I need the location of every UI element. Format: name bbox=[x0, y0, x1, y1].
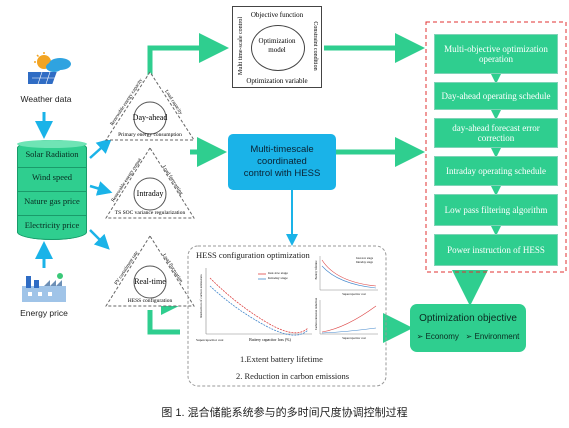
tri3-center: Real-time bbox=[134, 277, 166, 286]
hess-chart-2-ylabel: Battery lifetime bbox=[314, 260, 318, 280]
weather-data-label: Weather data bbox=[20, 94, 72, 104]
tri1-center: Day-ahead bbox=[132, 113, 168, 122]
center-line-1: Multi-timescale coordinated bbox=[250, 144, 314, 167]
arrow-stack-to-dayahead bbox=[89, 138, 112, 159]
right-box-forecast-correction: day-ahead forecast error correction bbox=[434, 118, 558, 148]
hess-chart-2-legend-2: Intraday stage bbox=[356, 260, 373, 264]
hess-chart-1-legend-1: Just-low stage bbox=[268, 271, 288, 275]
hess-chart-3-xlabel: Supercapacitor cost bbox=[342, 336, 366, 340]
triangle-day-ahead bbox=[105, 71, 195, 141]
right-box-low-pass: Low pass filtering algorithm bbox=[434, 194, 558, 226]
right-box-day-ahead: Day-ahead operating schedule bbox=[434, 82, 558, 110]
right-dashed-container bbox=[425, 21, 567, 273]
center-control-box: Multi-timescale coordinated control with… bbox=[228, 134, 336, 190]
input-stack: Solar Radiation Wind speed Nature gas pr… bbox=[17, 140, 87, 242]
triangle-real-time bbox=[105, 235, 195, 307]
factory-icon bbox=[20, 272, 68, 304]
hess-title: HESS configuration optimization bbox=[196, 250, 310, 260]
tri2-center: Intraday bbox=[136, 189, 164, 198]
tri3-bottom: HESS configuration bbox=[127, 298, 173, 304]
objective-bullet-1: ➢ bbox=[416, 332, 424, 341]
hess-chart-1-xlabel: Battery capacitor loss (%) bbox=[249, 337, 291, 342]
hess-chart-2-xlabel: Supercapacitor cost bbox=[342, 292, 366, 296]
optimization-objective-box: Optimization objective ➢ Economy ➢ Envir… bbox=[410, 304, 526, 352]
arrow-stack-to-realtime bbox=[89, 229, 110, 250]
objective-items: ➢ Economy ➢ Environment bbox=[410, 332, 526, 341]
hess-chart-1-ylabel: Reduction of carbon emissions bbox=[199, 274, 203, 318]
model-center: Optimization model bbox=[258, 37, 296, 54]
stack-gas: Nature gas price bbox=[24, 196, 80, 206]
objective-economy: Economy bbox=[425, 332, 459, 341]
right-box-intraday: Intraday operating schedule bbox=[434, 156, 558, 186]
objective-bullet-2: ➢ bbox=[465, 332, 473, 341]
hess-chart-2: Just-low stage Intraday stage Battery li… bbox=[314, 254, 380, 298]
objective-title: Optimization objective bbox=[419, 313, 517, 324]
arrow-stack-to-intraday bbox=[89, 181, 113, 196]
hess-chart-3: Carbon emission reduction Supercapacitor… bbox=[314, 298, 380, 342]
objective-environment: Environment bbox=[474, 332, 520, 341]
optimization-model-box: Objective function Optimization model Op… bbox=[232, 6, 322, 88]
figure-caption: 图 1. 混合储能系统参与的多时间尺度协调控制过程 bbox=[161, 407, 408, 419]
stack-solar: Solar Radiation bbox=[25, 149, 79, 159]
model-top: Objective function bbox=[250, 11, 304, 19]
hess-result-1: 1.Extent battery lifetime bbox=[240, 354, 323, 364]
hess-panel-border bbox=[187, 245, 387, 387]
hess-chart-1-legend-2: Intraday stage bbox=[268, 276, 288, 280]
hess-chart-1: Just-low stage Intraday stage Reduction … bbox=[196, 264, 314, 344]
model-right: Constraint condition bbox=[312, 21, 318, 71]
model-left: Multi time-scale control bbox=[238, 17, 244, 75]
right-box-multi-objective: Multi-objective optimization operation bbox=[434, 34, 558, 74]
stack-electricity: Electricity price bbox=[24, 220, 80, 230]
stack-wind: Wind speed bbox=[31, 172, 73, 182]
triangle-intraday bbox=[105, 147, 195, 219]
hess-result-2: 2. Reduction in carbon emissions bbox=[236, 371, 350, 381]
arrow-realtime-bottom bbox=[147, 310, 180, 335]
center-line-2: control with HESS bbox=[243, 168, 321, 179]
hess-chart-3-ylabel: Carbon emission reduction bbox=[314, 297, 318, 331]
hess-chart-1-side-label: Supercapacitor cost bbox=[196, 338, 224, 342]
weather-icon bbox=[22, 52, 74, 86]
model-bottom: Optimization variable bbox=[246, 77, 308, 85]
tri1-bottom: Primary energy consumption bbox=[118, 132, 182, 138]
tri2-bottom: TS SOC variance regularization bbox=[114, 210, 186, 216]
right-box-power-instruction: Power instruction of HESS bbox=[434, 234, 558, 266]
hess-chart-2-legend-1: Just-low stage bbox=[356, 256, 374, 260]
energy-price-label: Energy price bbox=[20, 308, 68, 318]
